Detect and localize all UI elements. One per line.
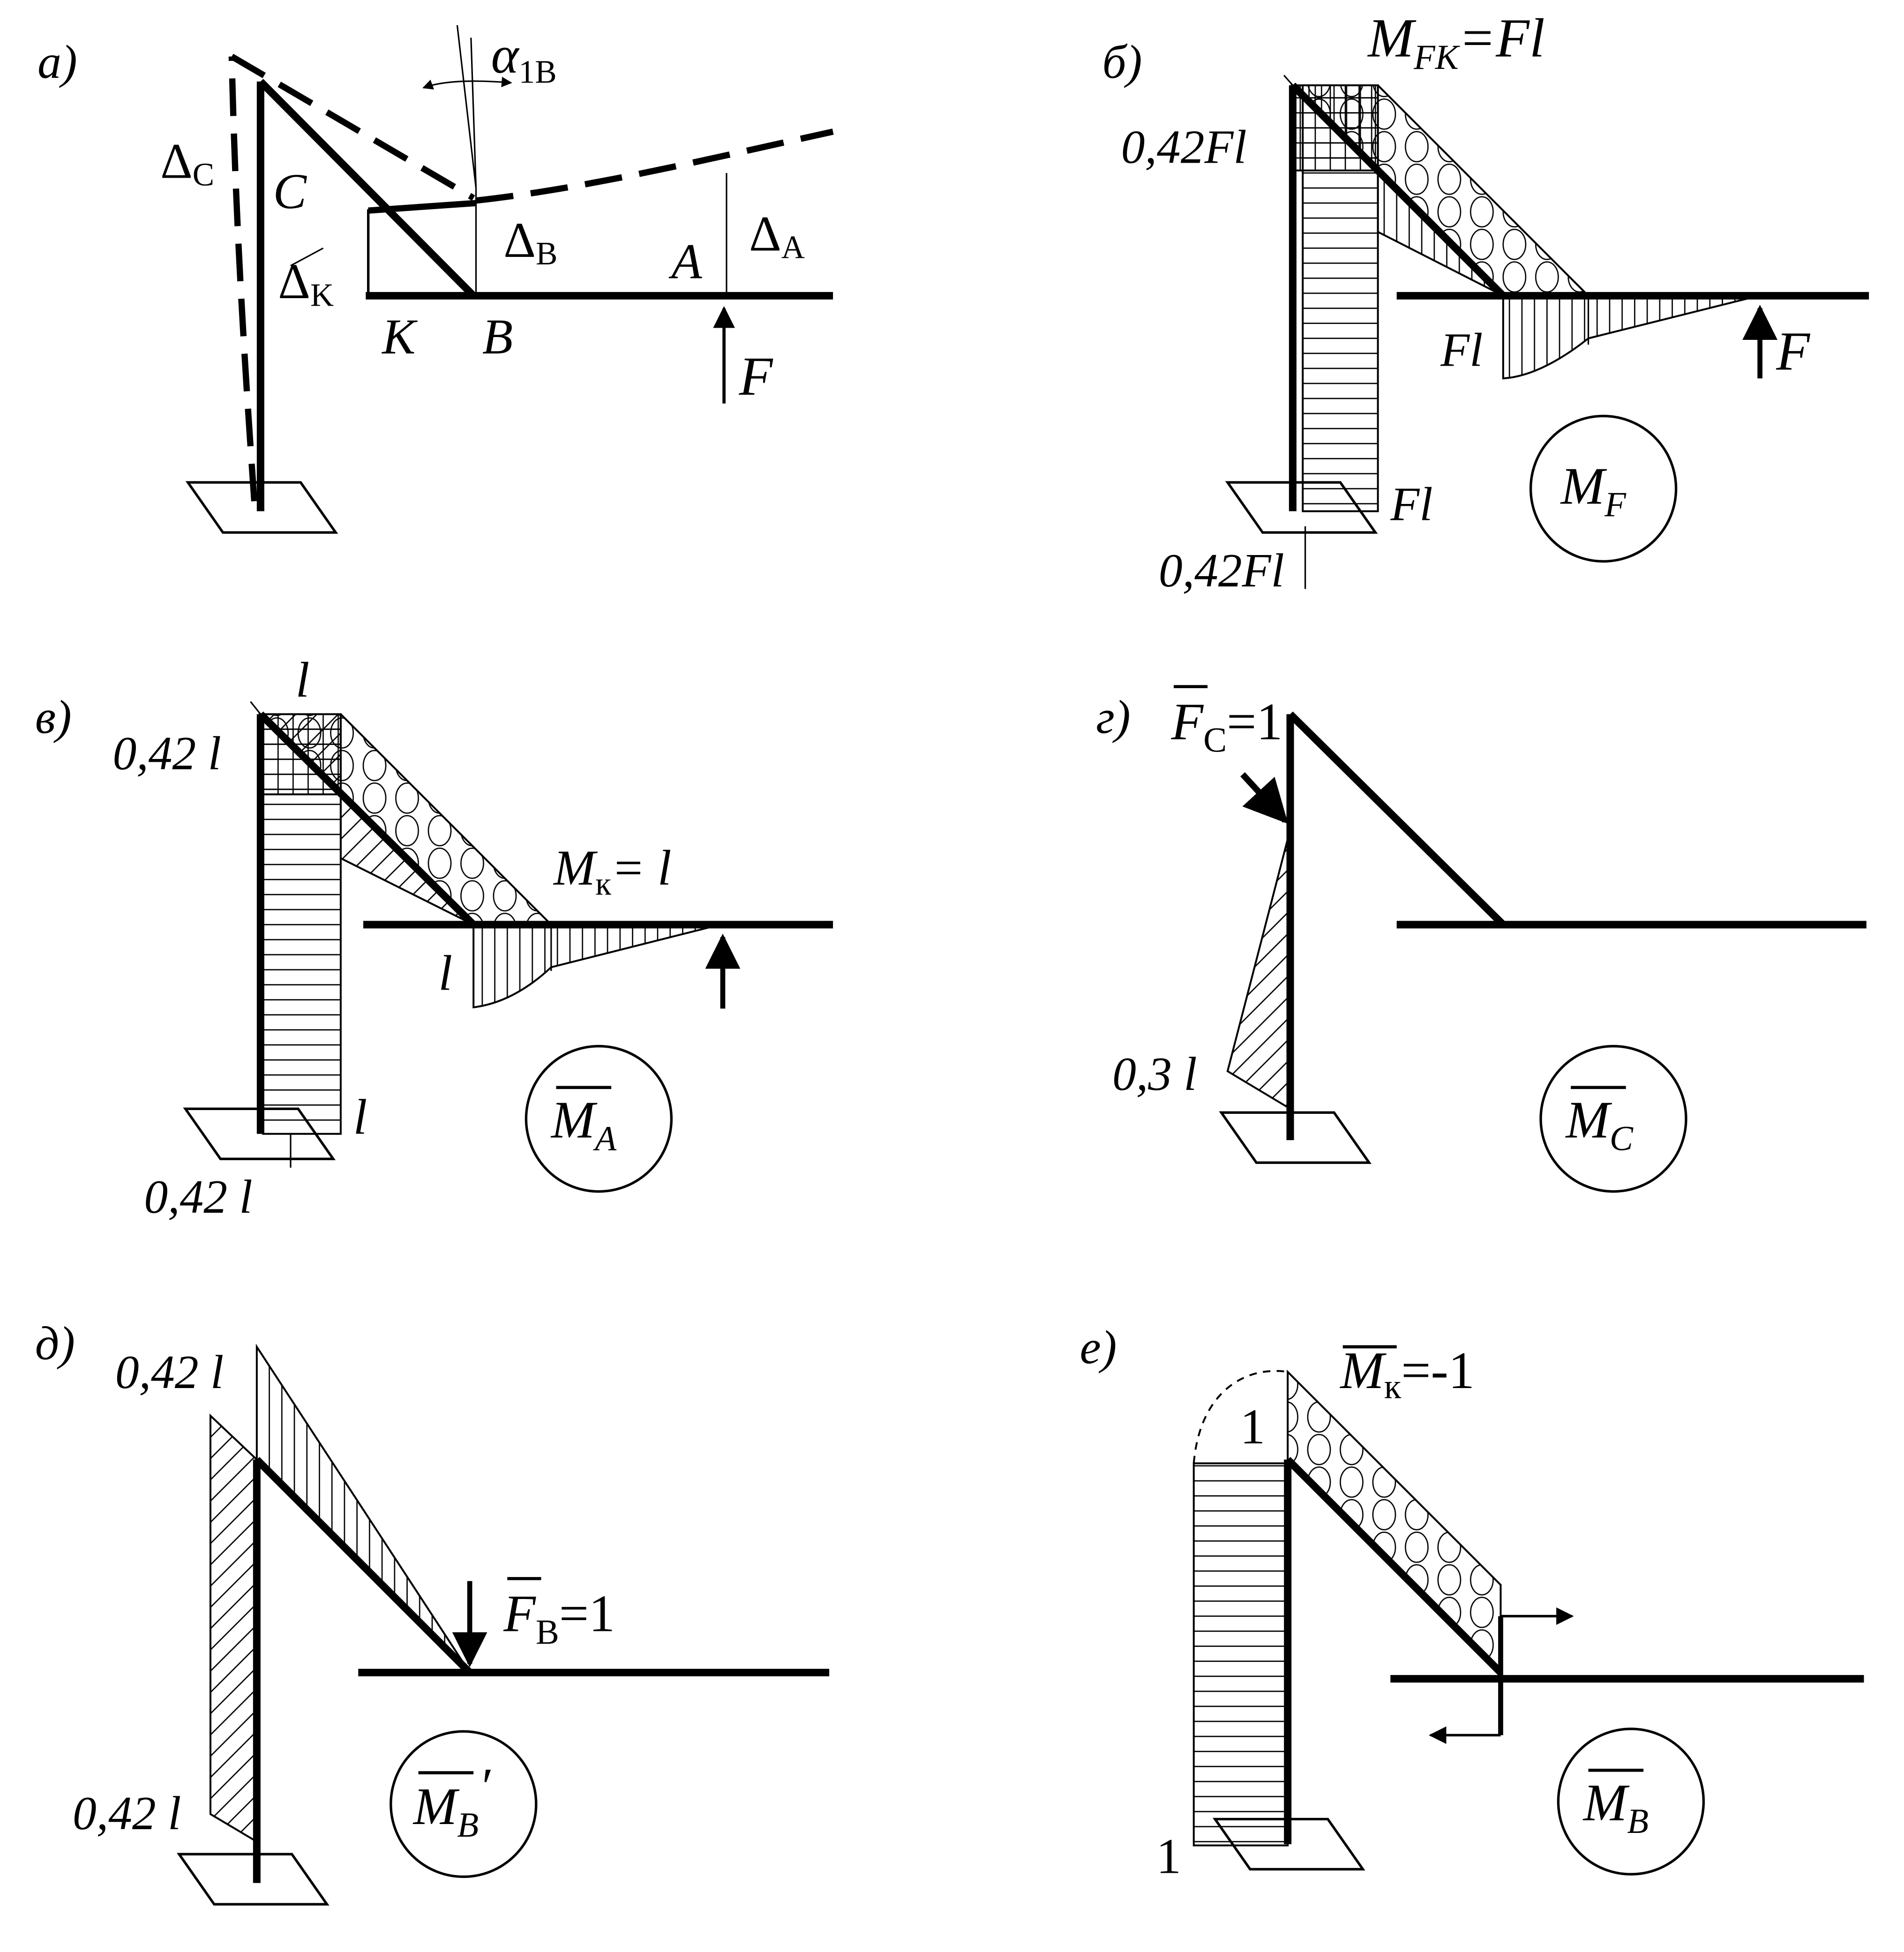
mb-circle-label: MB (1582, 1774, 1649, 1841)
delta-c-label: ΔC (160, 134, 214, 193)
mfk-label: MFK=Fl (1367, 8, 1544, 77)
mb-brace-diagram (1287, 1369, 1502, 1675)
deformed-chord-a (368, 200, 476, 214)
mb-bottom-value: 1 (1156, 1829, 1181, 1884)
ma-bottom-value: 0,42 l (144, 1171, 252, 1223)
mf-top-value: 0,42Fl (1121, 121, 1247, 173)
panel-a: а) α1B ΔC C ΔB ΔK A ΔA K B F (37, 25, 834, 534)
delta-b-label: ΔB (503, 213, 557, 272)
ma-circle-badge (525, 1044, 673, 1193)
delta-k-leader (290, 247, 324, 267)
panel-d: д) 0,42 l 0,42 l FB=1 MB′ (35, 1317, 830, 1906)
fc-label: FC=1 (1171, 693, 1283, 760)
alpha-arc (422, 76, 512, 90)
ma-beam-diagram (472, 923, 721, 1009)
unit-force-fc-arrow (1240, 772, 1289, 824)
force-f-label-b: F (1776, 321, 1810, 382)
mb-dashed-arc (1192, 1370, 1288, 1464)
panel-g: г) FC=1 0,3 l MC (1096, 685, 1867, 1193)
mf-top-tick (1283, 75, 1294, 86)
panel-v: в) l 0,42 l Mк= l l l 0,42 l MA (35, 653, 833, 1223)
mf-beam-diagram (1502, 294, 1759, 380)
mf-circle-badge (1529, 414, 1678, 563)
deflected-beam (475, 128, 834, 204)
mb-prime-top-value: 0,42 l (115, 1346, 224, 1398)
ma-top-l-value: l (296, 653, 310, 708)
ma-circle-label: MA (550, 1091, 616, 1158)
brace-g (1287, 711, 1506, 928)
alpha-ref-2 (470, 38, 477, 188)
panel-b: б) MFK=Fl 0,42Fl Fl Fl 0,42Fl F MF (1102, 8, 1869, 597)
support-base-b (1225, 481, 1378, 534)
brace-v (258, 711, 476, 928)
alpha-1b-label: α1B (491, 26, 557, 90)
mc-circle-badge (1539, 1044, 1687, 1193)
panel-d-tag: д) (35, 1317, 75, 1370)
brace-a (258, 79, 476, 299)
delta-a-label: ΔA (749, 207, 805, 266)
mb-prime-bottom-value: 0,42 l (73, 1787, 181, 1839)
ma-top-tick (250, 701, 262, 715)
mb-prime-brace-diagram (255, 1344, 471, 1674)
node-b-label: B (482, 309, 513, 365)
mb-prime-column-diagram (209, 1413, 258, 1844)
mf-circle-label: MF (1560, 458, 1627, 525)
support-base-g (1219, 1111, 1372, 1164)
mc-circle-label: MC (1565, 1091, 1633, 1158)
panel-b-tag: б) (1102, 36, 1142, 88)
mb-top-value: 1 (1240, 1399, 1265, 1455)
ma-beam-value: l (438, 946, 452, 1001)
brace-b (1290, 83, 1506, 299)
mc-value: 0,3 l (1112, 1048, 1197, 1100)
ma-column-value: l (353, 1090, 367, 1145)
mk-label-v: Mк= l (553, 841, 671, 902)
mb-column-diagram (1192, 1462, 1289, 1847)
brace-e (1285, 1456, 1504, 1675)
panel-g-tag: г) (1096, 691, 1130, 743)
mc-column-diagram (1226, 829, 1291, 1111)
node-a-label: A (668, 234, 702, 289)
mf-beam-value: Fl (1440, 324, 1483, 376)
brace-d (254, 1456, 472, 1675)
panel-v-tag: в) (35, 691, 72, 743)
mf-bottom-value: 0,42Fl (1159, 544, 1284, 597)
node-k-label: K (381, 309, 418, 365)
delta-k-label: ΔK (278, 254, 334, 313)
mb-prime-circle-label: MB′ (412, 1757, 491, 1844)
ma-top-value: 0,42 l (113, 727, 221, 780)
force-f-label-a: F (739, 346, 773, 407)
deflected-column (228, 56, 258, 502)
panel-e-tag: е) (1080, 1321, 1117, 1374)
node-c-label: C (273, 164, 307, 219)
mk-label-e: Mк=-1 (1339, 1342, 1475, 1406)
mf-column-value: Fl (1390, 478, 1432, 530)
panel-a-tag: а) (37, 36, 77, 88)
mb-prime-circle-badge (390, 1730, 538, 1878)
panel-e: е) Mк=-1 1 1 MB (1080, 1321, 1864, 1884)
deflected-brace (230, 53, 475, 201)
mb-circle-badge (1557, 1727, 1705, 1876)
fb-label: FB=1 (503, 1585, 615, 1652)
alpha-ref-1 (456, 25, 477, 188)
